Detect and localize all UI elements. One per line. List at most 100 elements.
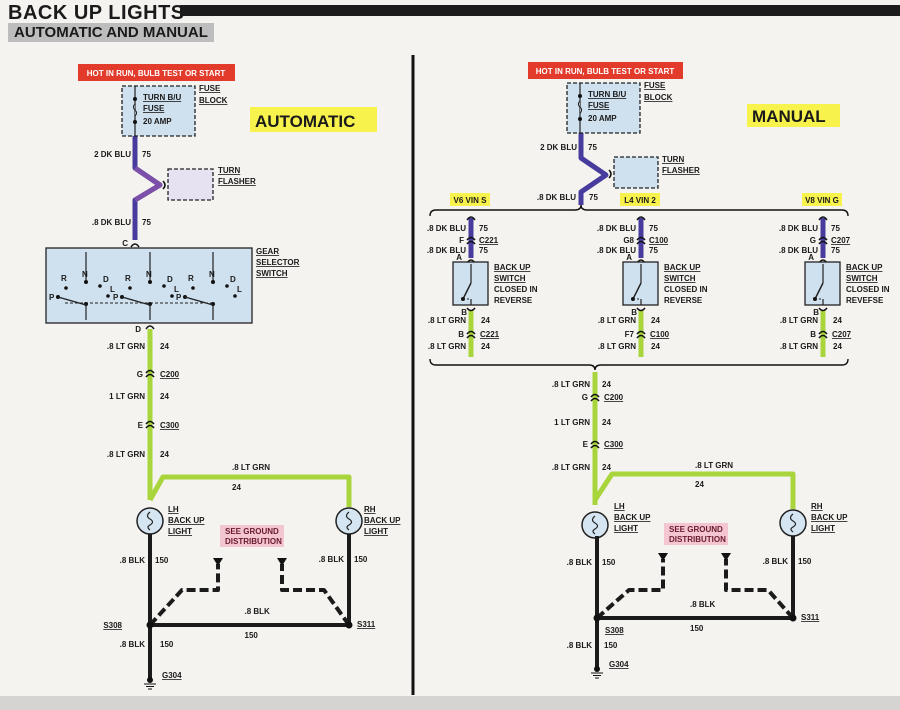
filament-icon — [345, 511, 353, 531]
wire-size-label: .8 BLK — [245, 607, 271, 616]
flasher-label: TURN — [218, 166, 240, 175]
connector-id: C207 — [831, 236, 851, 245]
connector-id: C207 — [832, 330, 852, 339]
connector-pin: A — [626, 253, 632, 262]
section-title: AUTOMATIC — [255, 112, 355, 131]
ground-terminal-icon — [658, 553, 668, 561]
variant-tag-v8-vin-g — [802, 193, 842, 206]
switch-label: SWITCH — [494, 274, 526, 283]
gear-position-label: P — [176, 293, 182, 302]
wire-size-label: .8 LT GRN — [598, 342, 636, 351]
ground-note-box — [664, 523, 728, 545]
wire-circuit-label: 150 — [604, 641, 618, 650]
wire-dk-blu — [578, 130, 609, 205]
wire-circuit-label: 150 — [354, 555, 368, 564]
wire-circuit-label: 150 — [602, 558, 616, 567]
wire-size-label: .8 LT GRN — [428, 342, 466, 351]
fuse-block-label: FUSE — [199, 84, 221, 93]
wire-size-label: .8 DK BLU — [427, 224, 466, 233]
wire-circuit-label: 24 — [833, 342, 842, 351]
gear-position-label: D — [167, 275, 173, 284]
variant-tag-text: V6 VIN S — [454, 196, 488, 205]
connector-icon — [636, 236, 646, 245]
light-label: BACK UP — [364, 516, 401, 525]
switch-label: SWITCH — [664, 274, 696, 283]
wire-junction — [133, 165, 163, 203]
wire-circuit-label: 24 — [160, 342, 169, 351]
connector-id: C221 — [480, 330, 500, 339]
ground-note-text: SEE GROUND — [225, 527, 279, 536]
ground-icon — [144, 683, 156, 690]
fuse-name: TURN B/U — [143, 93, 181, 102]
gear-position-label: D — [230, 275, 236, 284]
connector-pin: C — [122, 239, 128, 248]
flasher-label: TURN — [662, 155, 684, 164]
wire-circuit-label: 24 — [602, 380, 611, 389]
connector-icon — [818, 330, 828, 339]
title-bar — [180, 5, 900, 16]
section-title: MANUAL — [752, 107, 826, 126]
splice-dot — [148, 280, 152, 284]
connector-pin: E — [138, 421, 144, 430]
filament-icon — [789, 513, 797, 533]
wire-circuit-label: 150 — [690, 624, 704, 633]
fuse-label: FUSE — [143, 104, 165, 113]
page-subtitle: AUTOMATIC AND MANUAL — [8, 23, 214, 42]
wire-circuit-label: 75 — [649, 246, 658, 255]
gear-selector-switch — [45, 247, 253, 324]
ground-note-box — [220, 525, 284, 547]
switch-blade — [632, 282, 642, 300]
fuse-block — [566, 82, 641, 134]
wire-size-label: .8 LT GRN — [552, 463, 590, 472]
ground-terminal-icon — [277, 558, 287, 566]
fuse-block-label: FUSE — [644, 81, 666, 90]
splice-s308 — [146, 621, 154, 629]
wire-lt-grn-branch — [592, 471, 796, 509]
wire-size-label: .8 DK BLU — [92, 218, 131, 227]
wire-circuit-label: 75 — [831, 224, 840, 233]
wire-size-label: .8 LT GRN — [695, 461, 733, 470]
connector-id: C100 — [649, 236, 669, 245]
wire-size-label: .8 LT GRN — [107, 450, 145, 459]
splice-label: S308 — [103, 621, 122, 630]
page-footer-strip — [0, 696, 900, 710]
connector-pin: B — [461, 308, 467, 317]
gear-switch-label: SWITCH — [256, 269, 288, 278]
wire-size-label: .8 DK BLU — [427, 246, 466, 255]
connector-pin: E — [583, 440, 589, 449]
connector-pin: G — [810, 236, 816, 245]
connector-icon — [162, 180, 166, 190]
connector-pin: G8 — [623, 236, 634, 245]
wire-circuit-label: 24 — [602, 463, 611, 472]
connector-pin: G — [582, 393, 588, 402]
wire-circuit-label: 24 — [695, 480, 704, 489]
splice-dot — [578, 94, 582, 98]
lh-back-up-light — [581, 511, 609, 539]
splice-label: S311 — [801, 613, 820, 622]
wire-size-label: .8 LT GRN — [780, 342, 818, 351]
switch-label: BACK UP — [846, 263, 883, 272]
connector-pin: A — [808, 253, 814, 262]
power-banner — [78, 64, 235, 81]
splice-dot — [191, 286, 195, 290]
section-tag-automatic — [250, 107, 377, 132]
wire-size-label: .8 LT GRN — [107, 342, 145, 351]
connector-pin: B — [631, 308, 637, 317]
filament-icon — [591, 515, 599, 535]
rh-back-up-light — [779, 509, 807, 537]
splice-label: S311 — [357, 620, 376, 629]
wire-circuit-label: 24 — [481, 342, 490, 351]
variant-tag-text: L4 VIN 2 — [624, 196, 656, 205]
lh-back-up-light — [136, 507, 164, 535]
wire-circuit-label: 75 — [589, 193, 598, 202]
wire-circuit-label: 75 — [142, 150, 151, 159]
wire-circuit-label: 24 — [232, 483, 241, 492]
connector-pin: B — [458, 330, 464, 339]
splice-dot — [133, 97, 137, 101]
wire-size-label: .8 LT GRN — [780, 316, 818, 325]
splice-dot — [64, 286, 68, 290]
wire-size-label: .8 DK BLU — [779, 246, 818, 255]
fuse-icon — [577, 100, 583, 114]
